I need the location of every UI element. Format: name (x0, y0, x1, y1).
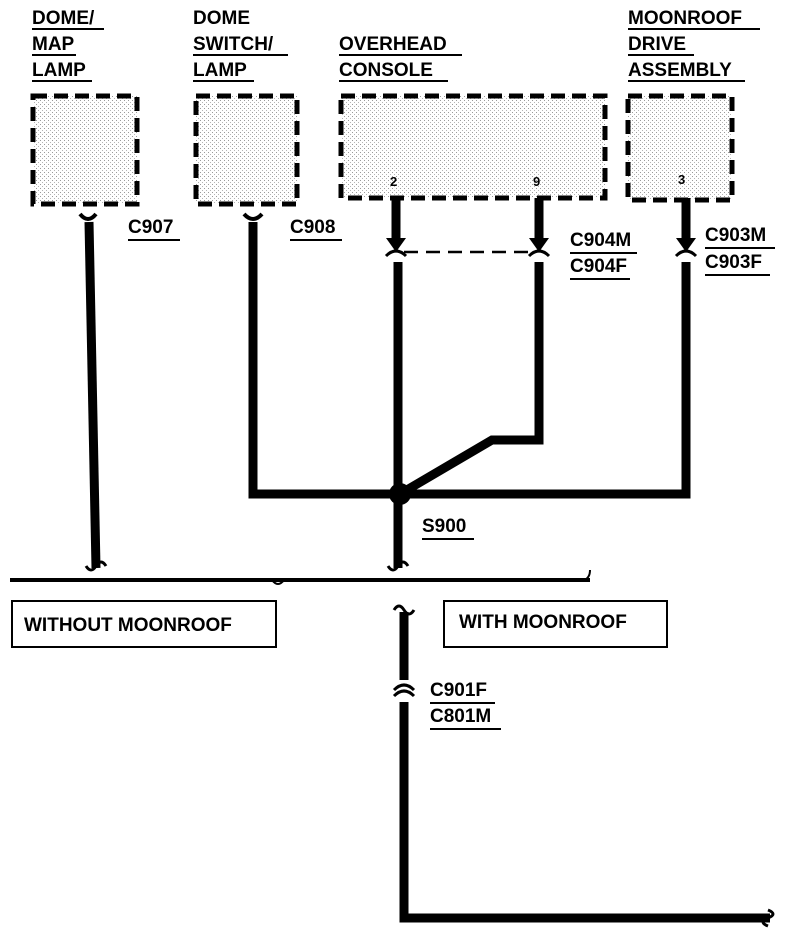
svg-text:DOME/: DOME/ (32, 8, 95, 29)
connector-c904-label: C904M C904F (570, 230, 637, 280)
overhead-console-label: OVERHEAD CONSOLE (339, 34, 462, 82)
svg-text:C901F: C901F (430, 680, 487, 701)
bus-tick-left (271, 579, 285, 585)
svg-text:MAP: MAP (32, 34, 75, 55)
connector-c908-symbol (242, 212, 264, 221)
svg-text:C801M: C801M (430, 706, 491, 727)
pin-2-label: 2 (390, 174, 397, 189)
connector-c903-label: C903M C903F (705, 225, 775, 276)
svg-text:MOONROOF: MOONROOF (628, 8, 742, 29)
svg-text:C903F: C903F (705, 252, 762, 273)
svg-text:DOME: DOME (193, 8, 250, 29)
svg-text:SWITCH/: SWITCH/ (193, 34, 274, 55)
dome-switch-lamp-box (193, 93, 300, 207)
connector-c907-symbol (78, 212, 98, 221)
wires (10, 198, 770, 923)
moonroof-drive-assembly-label: MOONROOF DRIVE ASSEMBLY (628, 8, 760, 82)
curl-with-moonroof (392, 604, 416, 616)
bus-end-tick (583, 569, 591, 581)
dome-switch-lamp-label: DOME SWITCH/ LAMP (193, 8, 288, 82)
connector-c908-label: C908 (290, 217, 342, 241)
svg-text:ASSEMBLY: ASSEMBLY (628, 60, 732, 81)
wire-moonroof (400, 262, 691, 499)
svg-text:C904M: C904M (570, 230, 631, 251)
wire-console-pin9 (397, 262, 544, 498)
moonroof-drive-assembly-box (625, 93, 735, 203)
splice-s900-label: S900 (422, 516, 474, 540)
svg-text:WITHOUT MOONROOF: WITHOUT MOONROOF (24, 615, 232, 636)
with-moonroof-box: WITH MOONROOF (443, 600, 668, 648)
dome-map-lamp-box (30, 93, 140, 207)
svg-text:CONSOLE: CONSOLE (339, 60, 433, 81)
wire-dome-switch (248, 222, 400, 499)
svg-text:C903M: C903M (705, 225, 766, 246)
connector-c901-label: C901F C801M (430, 680, 501, 730)
without-moonroof-box: WITHOUT MOONROOF (11, 600, 277, 648)
connector-c901-symbol (392, 683, 416, 698)
svg-text:OVERHEAD: OVERHEAD (339, 34, 447, 55)
connector-c904-pin9-symbol (527, 238, 551, 258)
svg-text:LAMP: LAMP (32, 60, 86, 81)
splice-s900-dot (389, 483, 411, 505)
svg-text:S900: S900 (422, 516, 466, 537)
overhead-console-box (338, 93, 608, 201)
curl-ground-end (761, 908, 775, 928)
pin-3-label: 3 (678, 172, 685, 187)
svg-text:C907: C907 (128, 217, 173, 238)
svg-text:LAMP: LAMP (193, 60, 247, 81)
svg-text:DRIVE: DRIVE (628, 34, 686, 55)
wire-dome-map (84, 221, 101, 569)
svg-text:WITH MOONROOF: WITH MOONROOF (459, 612, 627, 633)
connector-c904-pin2-symbol (384, 238, 408, 258)
wire-ground-run (399, 702, 770, 923)
curl-dome-map-bus (84, 560, 108, 572)
svg-text:C908: C908 (290, 217, 335, 238)
connector-c907-label: C907 (128, 217, 180, 241)
svg-text:C904F: C904F (570, 256, 627, 277)
curl-pin2-bus (386, 560, 410, 572)
dome-map-lamp-label: DOME/ MAP LAMP (32, 8, 104, 82)
pin-9-label: 9 (533, 174, 540, 189)
connector-c903-symbol (674, 238, 698, 258)
